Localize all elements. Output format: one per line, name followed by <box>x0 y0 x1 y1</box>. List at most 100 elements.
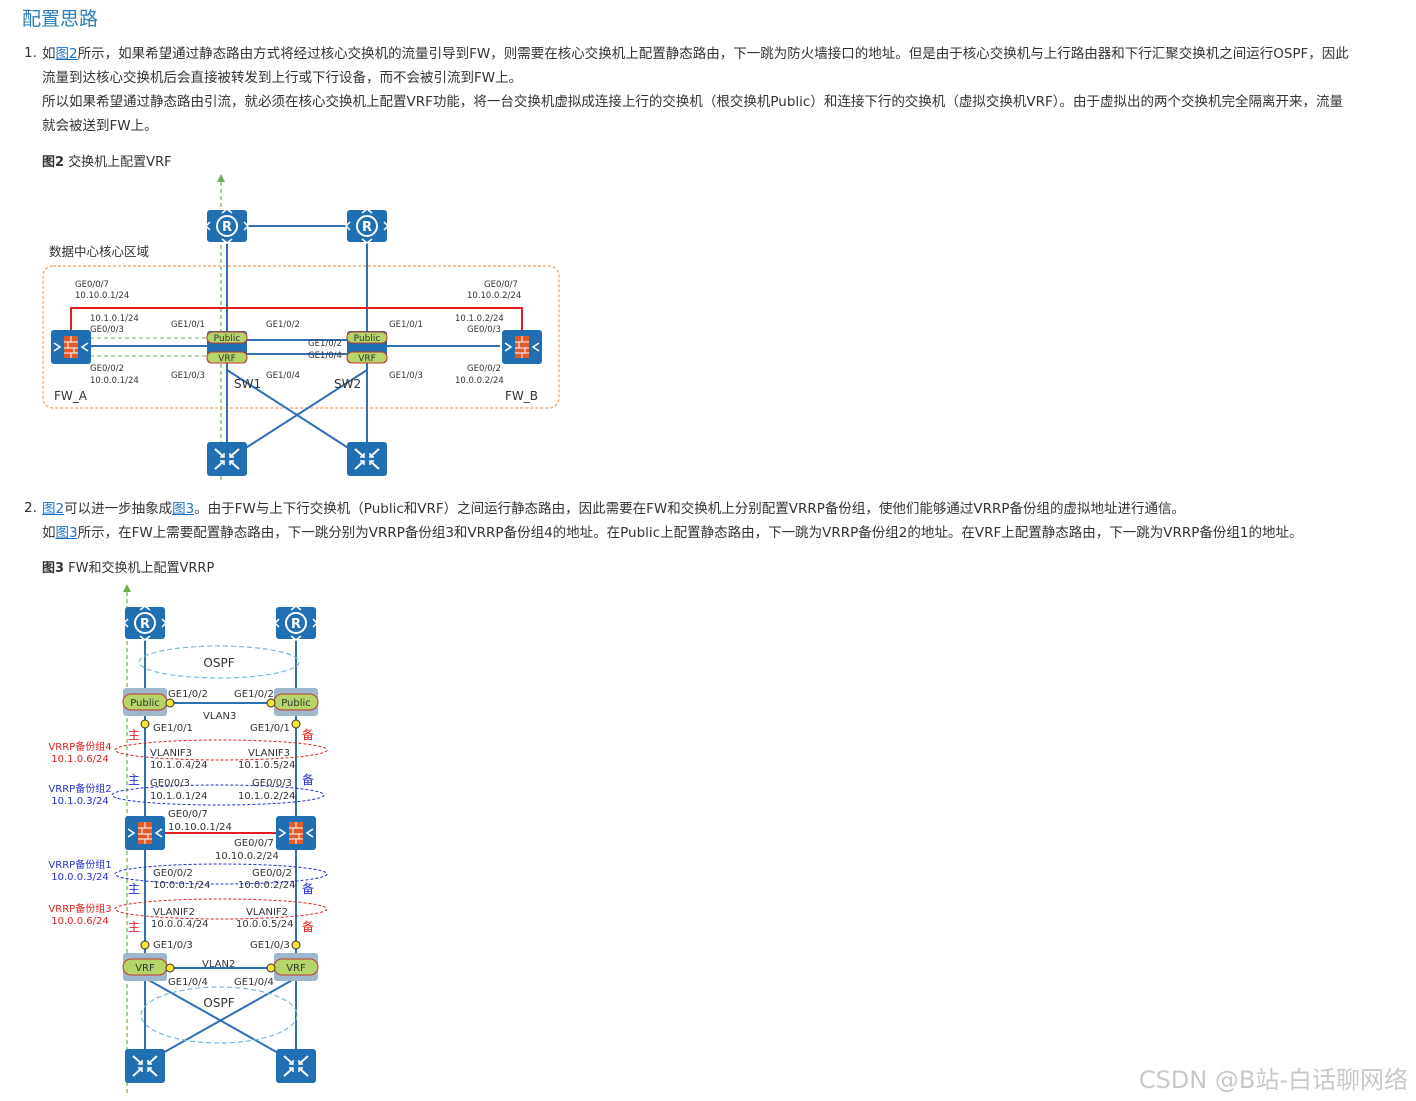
svg-text:10.1.0.3/24: 10.1.0.3/24 <box>51 796 108 807</box>
svg-text:备: 备 <box>302 882 314 896</box>
svg-text:GE0/0/2: GE0/0/2 <box>467 364 501 374</box>
router-1-icon <box>205 208 249 244</box>
svg-text:VLAN2: VLAN2 <box>202 959 235 970</box>
svg-text:VRRP备份组3: VRRP备份组3 <box>48 902 111 915</box>
svg-text:GE1/0/3: GE1/0/3 <box>171 371 205 381</box>
svg-text:备: 备 <box>302 728 314 742</box>
access-switch-2-icon <box>275 1048 317 1084</box>
svg-text:GE1/0/4: GE1/0/4 <box>168 977 208 988</box>
svg-text:GE0/0/2: GE0/0/2 <box>153 868 193 879</box>
fw-a-icon <box>124 815 166 851</box>
access-switch-1-icon <box>206 441 248 477</box>
svg-text:10.0.0.2/24: 10.0.0.2/24 <box>238 880 295 891</box>
access-switch-1-icon <box>124 1048 166 1084</box>
svg-text:10.0.0.4/24: 10.0.0.4/24 <box>151 919 208 930</box>
svg-text:10.1.0.1/24: 10.1.0.1/24 <box>150 791 207 802</box>
svg-text:VLANIF2: VLANIF2 <box>153 907 195 918</box>
fw-a-icon <box>50 329 92 365</box>
router-1-icon <box>123 605 167 641</box>
svg-text:10.10.0.2/24: 10.10.0.2/24 <box>215 851 279 862</box>
svg-text:备: 备 <box>302 920 314 934</box>
svg-text:GE1/0/3: GE1/0/3 <box>250 940 290 951</box>
svg-text:GE0/0/7: GE0/0/7 <box>168 809 208 820</box>
step-2-number: 2. <box>24 500 37 516</box>
sw1-label: SW1 <box>234 377 261 391</box>
svg-text:备: 备 <box>302 773 314 787</box>
svg-text:10.0.0.1/24: 10.0.0.1/24 <box>153 880 210 891</box>
svg-text:GE0/0/3: GE0/0/3 <box>90 325 124 335</box>
svg-text:GE1/0/4: GE1/0/4 <box>266 371 300 381</box>
svg-text:GE1/0/2: GE1/0/2 <box>308 339 342 349</box>
svg-text:10.10.0.1/24: 10.10.0.1/24 <box>75 291 129 301</box>
svg-text:10.1.0.1/24: 10.1.0.1/24 <box>90 314 139 324</box>
svg-text:VRRP备份组2: VRRP备份组2 <box>48 782 111 795</box>
svg-text:VRRP备份组4: VRRP备份组4 <box>48 740 111 753</box>
svg-text:GE0/0/2: GE0/0/2 <box>90 364 124 374</box>
svg-text:10.1.0.4/24: 10.1.0.4/24 <box>150 760 207 771</box>
svg-text:VLANIF3: VLANIF3 <box>150 748 192 759</box>
svg-text:Public: Public <box>281 698 311 709</box>
svg-text:GE1/0/1: GE1/0/1 <box>389 320 423 330</box>
svg-text:GE1/0/2: GE1/0/2 <box>168 689 208 700</box>
svg-text:Public: Public <box>354 334 381 344</box>
svg-text:GE0/0/7: GE0/0/7 <box>234 838 274 849</box>
watermark: CSDN @B站-白话聊网络 <box>1138 1066 1408 1094</box>
fw-a-label: FW_A <box>54 389 88 403</box>
svg-text:10.0.0.6/24: 10.0.0.6/24 <box>51 916 108 927</box>
svg-text:10.1.0.6/24: 10.1.0.6/24 <box>51 754 108 765</box>
figure-2-caption: 图2 交换机上配置VRF <box>42 155 172 170</box>
svg-text:GE1/0/4: GE1/0/4 <box>234 977 274 988</box>
svg-text:GE1/0/4: GE1/0/4 <box>308 351 342 361</box>
access-switch-2-icon <box>346 441 388 477</box>
figure-2-diagram: 数据中心核心区域 Public VRF Public VRF GE0/0/7 1… <box>42 174 560 480</box>
fig3-link-2[interactable]: 图3 <box>55 525 78 541</box>
svg-text:GE1/0/3: GE1/0/3 <box>153 940 193 951</box>
svg-text:GE1/0/3: GE1/0/3 <box>389 371 423 381</box>
fw-b-label: FW_B <box>505 389 538 403</box>
svg-text:主: 主 <box>128 920 140 934</box>
svg-text:10.0.0.3/24: 10.0.0.3/24 <box>51 872 108 883</box>
fig2-link[interactable]: 图2 <box>55 46 78 62</box>
svg-text:GE1/0/2: GE1/0/2 <box>266 320 300 330</box>
svg-text:10.0.0.5/24: 10.0.0.5/24 <box>236 919 293 930</box>
svg-text:Public: Public <box>130 698 160 709</box>
svg-text:GE0/0/2: GE0/0/2 <box>252 868 292 879</box>
fw-b-icon <box>275 815 317 851</box>
svg-text:VRF: VRF <box>218 354 236 364</box>
svg-text:VLAN3: VLAN3 <box>203 711 236 722</box>
svg-text:VLANIF3: VLANIF3 <box>248 748 290 759</box>
svg-text:10.10.0.2/24: 10.10.0.2/24 <box>467 291 521 301</box>
fig3-link[interactable]: 图3 <box>172 501 195 517</box>
page-heading: 配置思路 <box>22 8 99 30</box>
svg-text:GE0/0/3: GE0/0/3 <box>467 325 501 335</box>
svg-text:OSPF: OSPF <box>203 656 234 670</box>
svg-text:主: 主 <box>128 728 140 742</box>
sw2-label: SW2 <box>334 377 361 391</box>
svg-text:GE1/0/2: GE1/0/2 <box>234 689 274 700</box>
svg-text:VRF: VRF <box>358 354 376 364</box>
figure-3-diagram: OSPF OSPF Public Public VRF VRF GE1/0/2 … <box>48 584 328 1093</box>
step-2-text: 图2可以进一步抽象成图3。由于FW与上下行交换机（Public和VRF）之间运行… <box>42 501 1303 541</box>
core-area-label: 数据中心核心区域 <box>49 244 149 259</box>
fig2-link-2[interactable]: 图2 <box>42 501 65 517</box>
svg-text:10.1.0.5/24: 10.1.0.5/24 <box>238 760 295 771</box>
router-2-icon <box>345 208 389 244</box>
svg-text:VLANIF2: VLANIF2 <box>246 907 288 918</box>
fw-b-icon <box>501 329 543 365</box>
svg-text:GE0/0/3: GE0/0/3 <box>252 778 292 789</box>
svg-text:VRF: VRF <box>135 963 155 974</box>
step-1-number: 1. <box>24 45 37 61</box>
figure-3-caption: 图3 FW和交换机上配置VRRP <box>42 561 215 576</box>
svg-text:10.1.0.2/24: 10.1.0.2/24 <box>455 314 504 324</box>
svg-text:Public: Public <box>214 334 241 344</box>
svg-text:GE1/0/1: GE1/0/1 <box>171 320 205 330</box>
svg-text:10.1.0.2/24: 10.1.0.2/24 <box>238 791 295 802</box>
svg-text:主: 主 <box>128 773 140 787</box>
svg-text:GE0/0/3: GE0/0/3 <box>150 778 190 789</box>
svg-text:10.10.0.1/24: 10.10.0.1/24 <box>168 822 232 833</box>
svg-text:VRF: VRF <box>286 963 306 974</box>
svg-text:10.0.0.2/24: 10.0.0.2/24 <box>455 376 504 386</box>
svg-text:GE1/0/1: GE1/0/1 <box>153 723 193 734</box>
svg-text:GE0/0/7: GE0/0/7 <box>75 280 109 290</box>
svg-text:GE1/0/1: GE1/0/1 <box>250 723 290 734</box>
